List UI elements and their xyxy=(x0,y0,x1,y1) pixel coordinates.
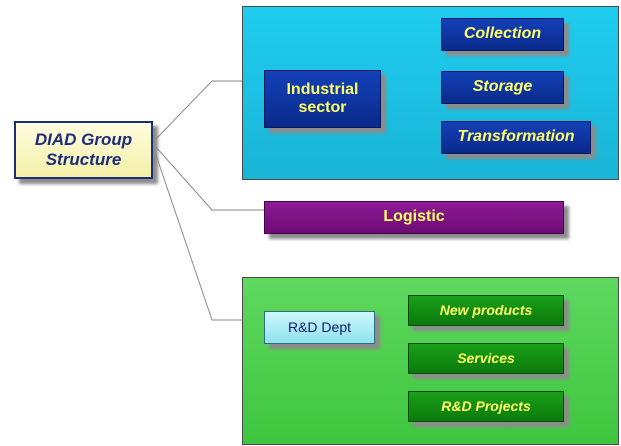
root-label-line1: DIAD Group xyxy=(34,130,133,150)
connector-root-logistic xyxy=(154,145,264,211)
rd-projects-node: R&D Projects xyxy=(408,391,564,422)
storage-node: Storage xyxy=(441,71,564,104)
root-label-line2: Structure xyxy=(45,150,122,169)
collection-node: Collection xyxy=(441,18,564,51)
industrial-label-line2: sector xyxy=(298,99,347,116)
new-products-node: New products xyxy=(408,295,564,326)
storage-label: Storage xyxy=(472,78,533,96)
industrial-label-line1: Industrial xyxy=(286,80,359,98)
rd-dept-label: R&D Dept xyxy=(287,319,352,336)
services-node: Services xyxy=(408,343,564,374)
rd-dept-node: R&D Dept xyxy=(264,311,375,344)
collection-label: Collection xyxy=(463,25,542,43)
root-node: DIAD Group Structure xyxy=(14,121,153,179)
transformation-label: Transformation xyxy=(457,128,575,146)
logistic-node: Logistic xyxy=(264,201,564,234)
services-label: Services xyxy=(457,350,515,367)
new-products-label: New products xyxy=(439,302,533,319)
industrial-sector-node: Industrial sector xyxy=(264,70,381,128)
transformation-node: Transformation xyxy=(441,121,591,154)
logistic-label: Logistic xyxy=(383,208,445,226)
rd-projects-label: R&D Projects xyxy=(441,398,531,415)
